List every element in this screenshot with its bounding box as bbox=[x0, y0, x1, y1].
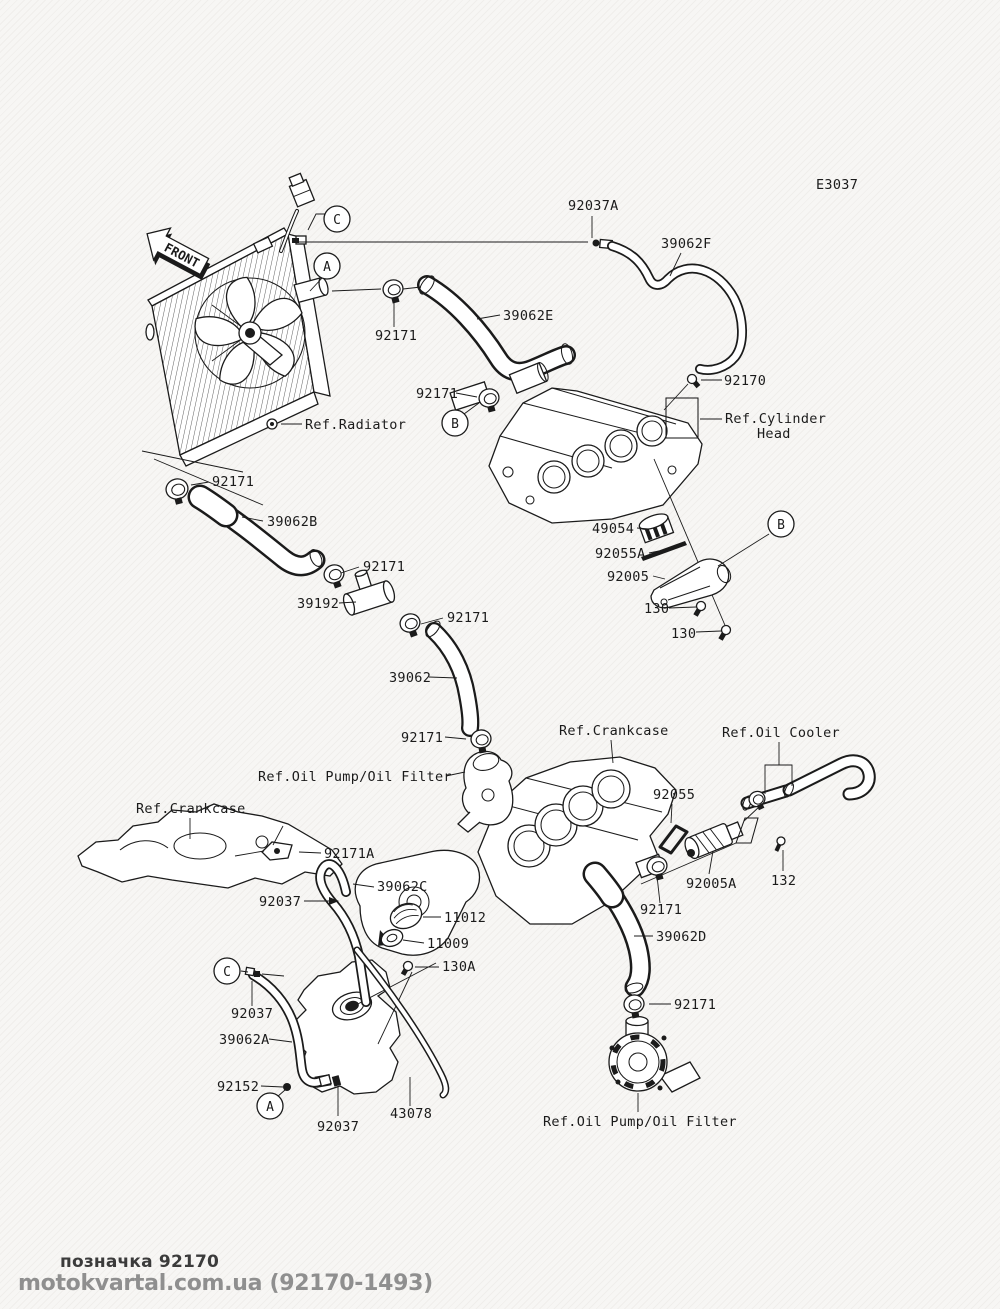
label-11012: 11012 bbox=[444, 910, 486, 926]
thermostat-subassembly bbox=[638, 458, 732, 641]
callout-c-bottom: C bbox=[213, 957, 241, 985]
callout-a-top: A bbox=[313, 252, 341, 280]
svg-text:B: B bbox=[451, 417, 459, 432]
svg-text:A: A bbox=[266, 1100, 274, 1115]
label-92171-3: 92171 bbox=[212, 474, 254, 490]
footer-caption: позначка 92170 bbox=[60, 1252, 220, 1272]
cap-11012 bbox=[389, 902, 423, 930]
radiator-illustration bbox=[141, 172, 331, 506]
label-ref-cylinder-head-2: Head bbox=[757, 426, 791, 442]
label-92170: 92170 bbox=[724, 373, 766, 389]
callout-b-mid: B bbox=[441, 409, 469, 437]
label-39062f: 39062F bbox=[661, 236, 712, 252]
svg-text:C: C bbox=[223, 965, 231, 980]
label-92037a: 92037A bbox=[568, 198, 619, 214]
label-92055: 92055 bbox=[653, 787, 695, 803]
front-arrow: FRONT bbox=[146, 227, 211, 280]
label-92171-7: 92171 bbox=[640, 902, 682, 918]
label-130-1: 130 bbox=[644, 601, 669, 617]
label-130-2: 130 bbox=[671, 626, 696, 642]
leader-lines bbox=[189, 213, 793, 1116]
label-ref-oil-pump-lower: Ref.Oil Pump/Oil Filter bbox=[543, 1114, 737, 1130]
callout-a-bottom: A bbox=[256, 1092, 284, 1120]
label-132: 132 bbox=[771, 873, 796, 889]
label-ref-cylinder-head-1: Ref.Cylinder bbox=[725, 411, 826, 427]
label-ref-crankcase-upper: Ref.Crankcase bbox=[559, 723, 669, 739]
label-43078: 43078 bbox=[390, 1106, 432, 1122]
water-pipe-39192 bbox=[342, 569, 396, 616]
label-92171a: 92171A bbox=[324, 846, 375, 862]
label-92037-1: 92037 bbox=[259, 894, 301, 910]
oil-pump-housing-illustration bbox=[457, 750, 514, 833]
label-92037-3: 92037 bbox=[317, 1119, 359, 1135]
label-92171-8: 92171 bbox=[674, 997, 716, 1013]
label-49054: 49054 bbox=[592, 521, 634, 537]
label-92055a: 92055A bbox=[595, 546, 646, 562]
label-92152: 92152 bbox=[217, 1079, 259, 1095]
svg-text:C: C bbox=[333, 213, 341, 228]
label-92005: 92005 bbox=[607, 569, 649, 585]
label-39062c: 39062C bbox=[377, 879, 428, 895]
label-11009: 11009 bbox=[427, 936, 469, 952]
bolt-92170 bbox=[686, 373, 701, 389]
svg-text:B: B bbox=[777, 518, 785, 533]
letter-callouts: C A B B C A bbox=[213, 205, 795, 1120]
label-39062e: 39062E bbox=[503, 308, 554, 324]
fan-connector bbox=[288, 172, 316, 208]
label-92171-1: 92171 bbox=[375, 328, 417, 344]
label-ref-radiator: Ref.Radiator bbox=[305, 417, 406, 433]
label-130a: 130A bbox=[442, 959, 476, 975]
label-92171-2: 92171 bbox=[416, 386, 458, 402]
water-pump-illustration bbox=[608, 1015, 701, 1093]
label-39062: 39062 bbox=[389, 670, 431, 686]
label-ref-oil-pump-upper: Ref.Oil Pump/Oil Filter bbox=[258, 769, 452, 785]
label-39062b: 39062B bbox=[267, 514, 318, 530]
footer-watermark: motokvartal.com.ua (92170-1493) bbox=[18, 1271, 433, 1296]
label-92005a: 92005A bbox=[686, 876, 737, 892]
callout-c-top: C bbox=[323, 205, 351, 233]
crankcase-lower-illustration bbox=[77, 803, 343, 889]
cylinder-head-illustration bbox=[488, 387, 703, 524]
label-39062d: 39062D bbox=[656, 929, 707, 945]
callout-b-right: B bbox=[767, 510, 795, 538]
diagram-code: E3037 bbox=[816, 177, 858, 193]
part-labels: E3037 92037A 39062F 92171 39062E 92171 9… bbox=[136, 177, 858, 1135]
label-92171-6: 92171 bbox=[401, 730, 443, 746]
small-parts bbox=[165, 239, 786, 1091]
label-92171-4: 92171 bbox=[363, 559, 405, 575]
grommet-11009 bbox=[380, 928, 404, 948]
label-39192: 39192 bbox=[297, 596, 339, 612]
label-92037-2: 92037 bbox=[231, 1006, 273, 1022]
label-ref-oil-cooler: Ref.Oil Cooler bbox=[722, 725, 840, 741]
svg-text:A: A bbox=[323, 260, 331, 275]
label-39062a: 39062A bbox=[219, 1032, 270, 1048]
label-ref-crankcase-lower: Ref.Crankcase bbox=[136, 801, 246, 817]
label-92171-5: 92171 bbox=[447, 610, 489, 626]
radiator-fan bbox=[194, 276, 306, 389]
